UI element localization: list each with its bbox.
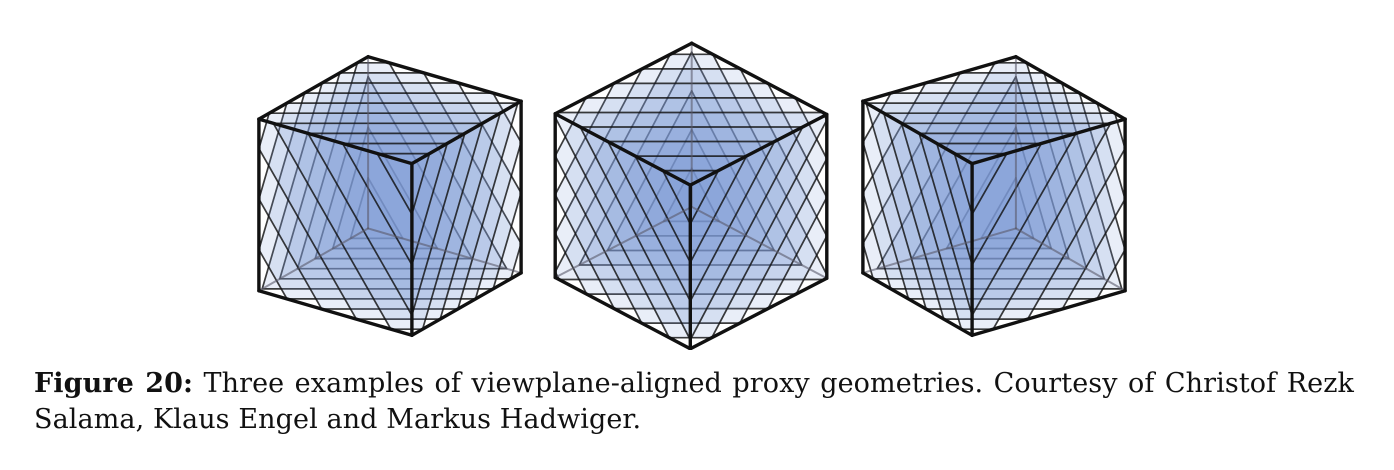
figure-label: Figure 20: (34, 368, 194, 399)
cube-edge (970, 117, 1127, 166)
cube-edge (861, 271, 974, 337)
cube-edge (257, 55, 370, 121)
cube-edge (410, 99, 523, 166)
center-cube-proxy-geometry (553, 41, 829, 350)
slice-polygon (307, 132, 466, 317)
slice-polygon (261, 82, 522, 290)
cube-edge (1014, 55, 1127, 121)
hidden-cube-edge (257, 227, 370, 292)
slice-polygon (258, 102, 519, 310)
cube-edge (553, 112, 692, 187)
right-cube-proxy-geometry (861, 55, 1127, 337)
cube-edges (553, 41, 829, 350)
slice-polygon (349, 176, 404, 240)
slice-polygon (865, 102, 1126, 310)
slice-polygon (376, 152, 431, 216)
cube-edge (553, 41, 694, 116)
cube-edges (257, 55, 523, 337)
slice-polygons (862, 61, 1126, 331)
cube-edge (688, 112, 829, 187)
hidden-cube-edge (861, 227, 1017, 274)
cube-edge (861, 55, 1018, 103)
cube-edge (257, 289, 414, 337)
cube-edge (410, 271, 523, 337)
left-cube-proxy-geometry (257, 55, 523, 337)
cube-edge (861, 99, 974, 166)
caption-text: Three examples of viewplane-aligned prox… (34, 368, 1354, 435)
cube-edge (690, 41, 829, 117)
hidden-cube-edge (554, 205, 693, 279)
cube-edges (861, 55, 1127, 337)
slice-polygon (918, 132, 1077, 317)
hidden-cube-edge (367, 227, 523, 274)
figure-caption: Figure 20: Three examples of viewplane-a… (34, 366, 1354, 438)
slice-polygon (862, 82, 1123, 290)
cube-edge (688, 276, 829, 350)
figure-illustration (257, 41, 1127, 350)
cube-edge (366, 55, 523, 103)
cube-edge (553, 275, 692, 350)
cube-edge (970, 289, 1127, 337)
slice-polygon (862, 72, 1106, 280)
hidden-cube-edge (1014, 227, 1127, 292)
slice-polygons (258, 61, 522, 331)
slice-polygon (980, 176, 1035, 240)
cube-edge (257, 117, 414, 166)
slice-polygon (953, 152, 1008, 216)
hidden-cube-edge (690, 205, 828, 280)
